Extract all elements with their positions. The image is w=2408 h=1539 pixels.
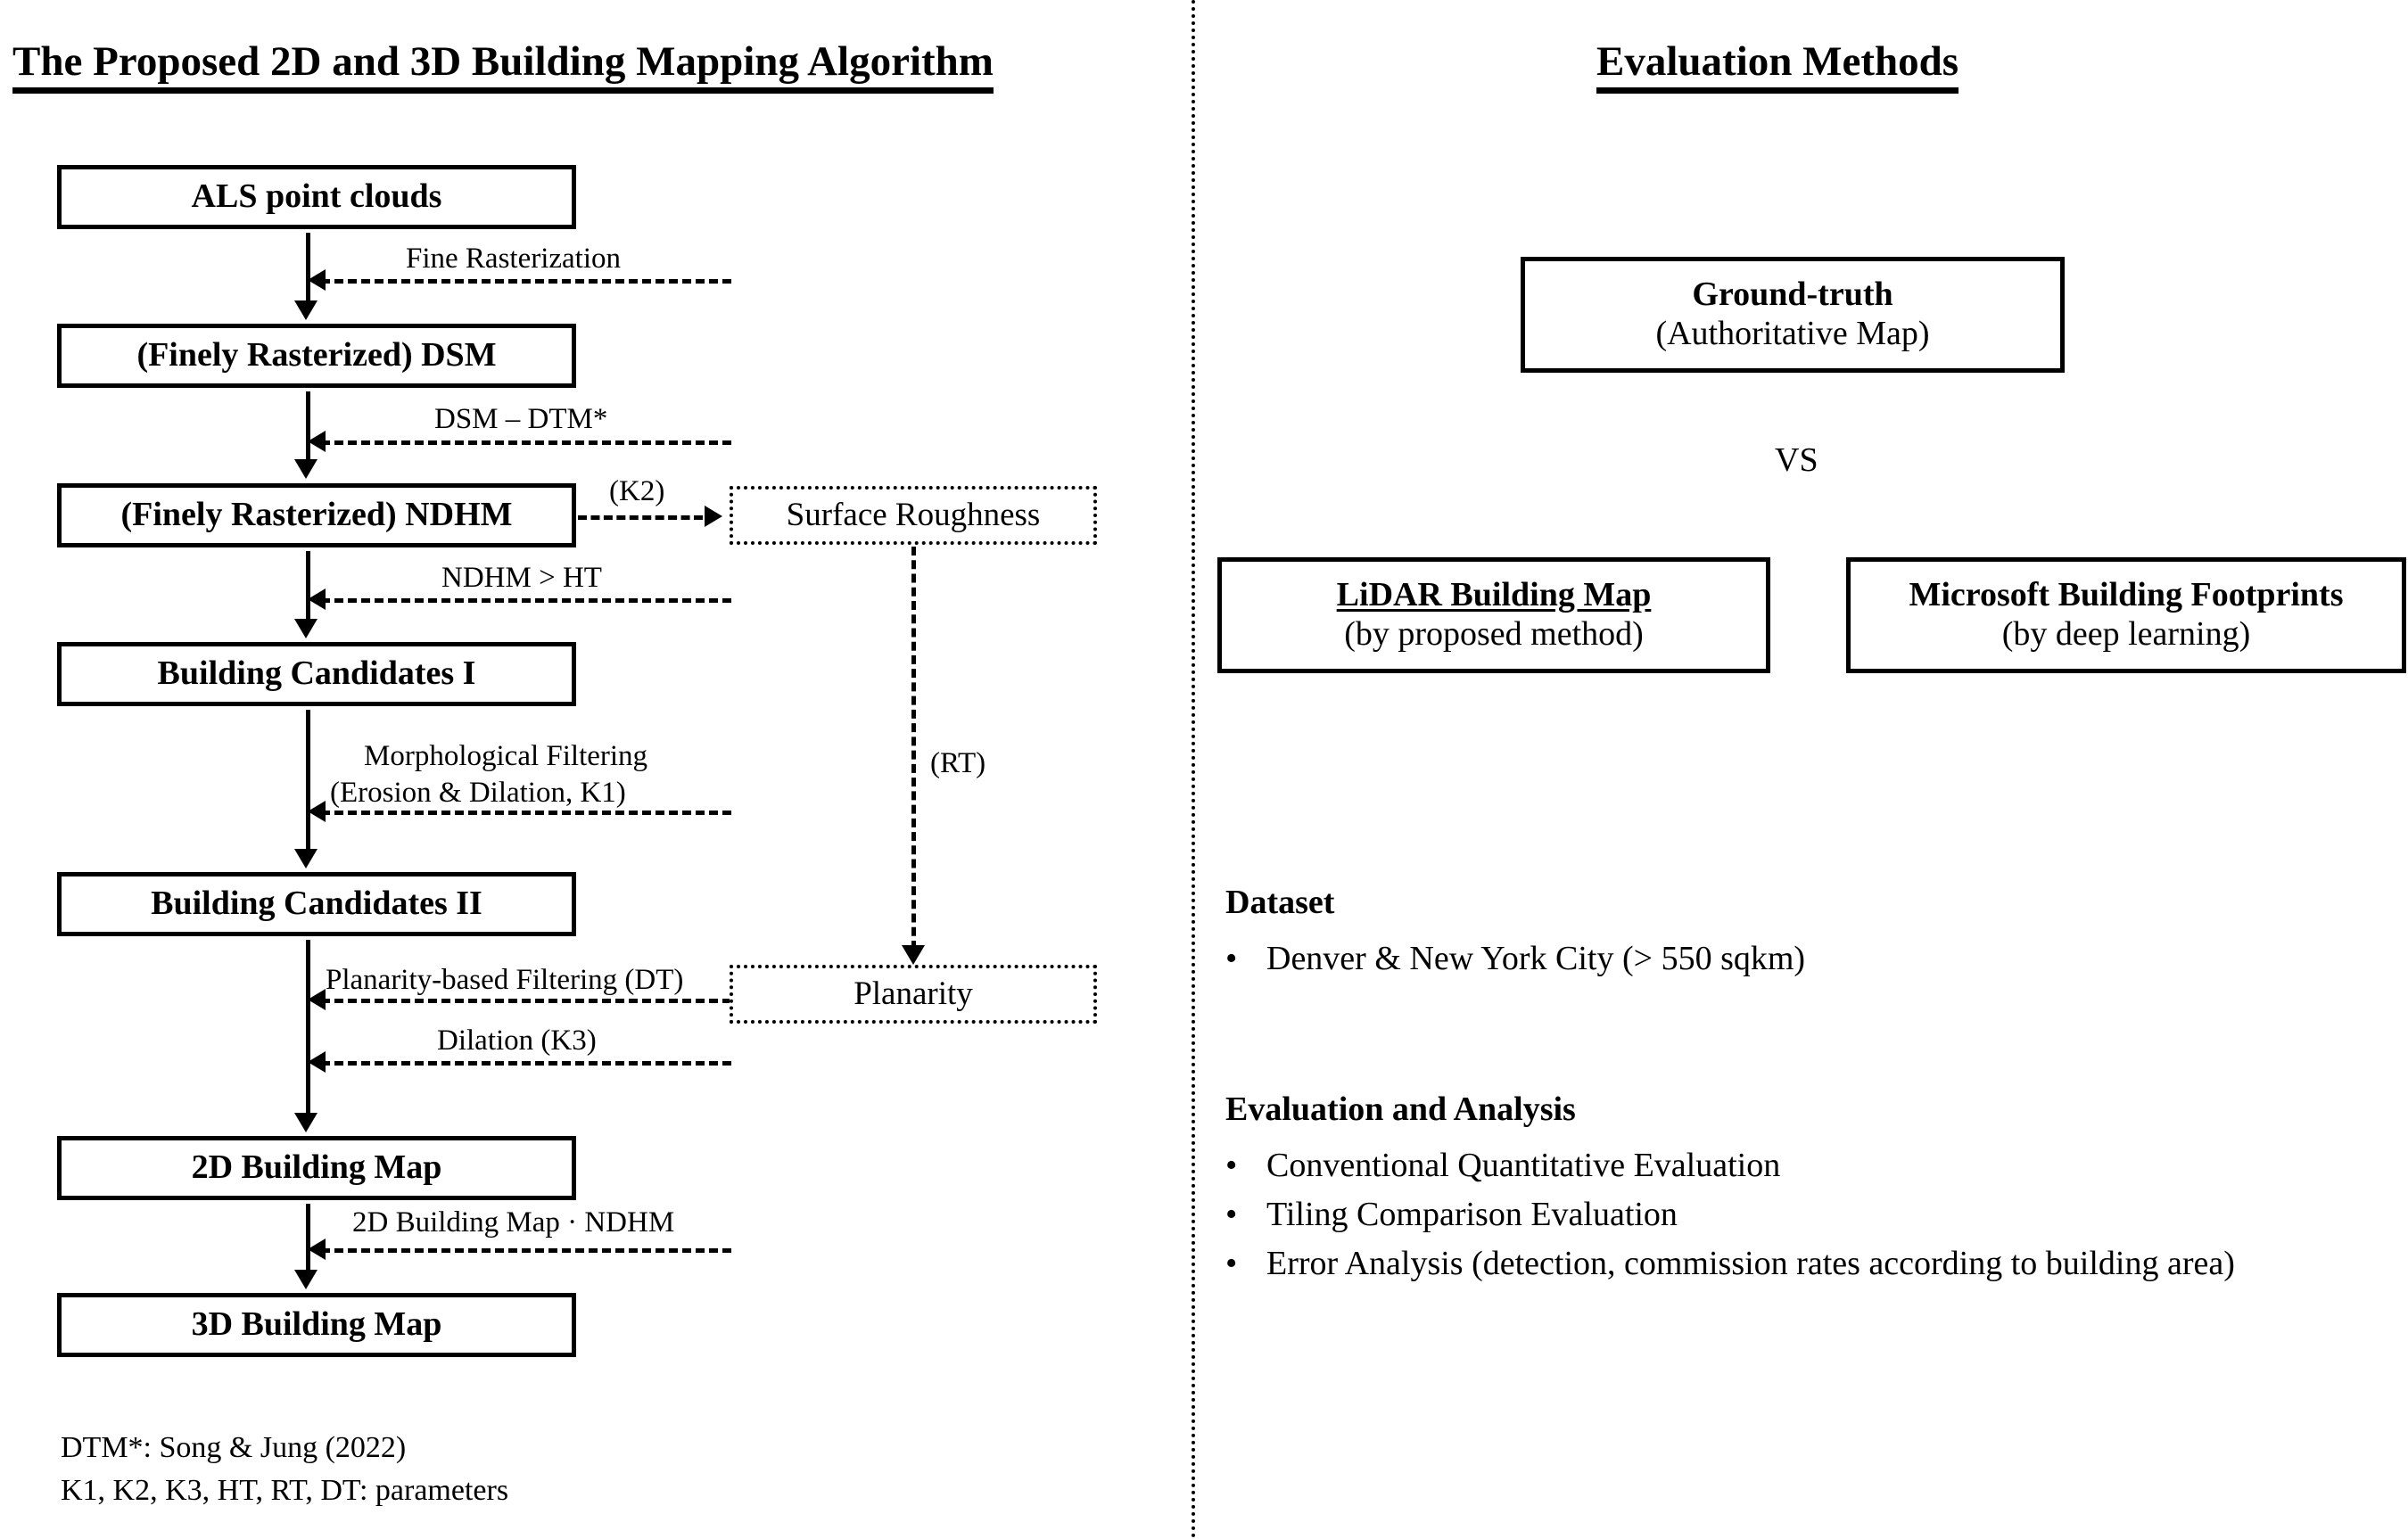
vs-label: VS bbox=[1775, 441, 1818, 479]
edge-label-morphological-filtering-line2: (Erosion & Dilation, K1) bbox=[330, 777, 626, 809]
left-panel-title: The Proposed 2D and 3D Building Mapping … bbox=[12, 41, 994, 94]
connector-stem-ndhm-bc1 bbox=[306, 551, 310, 622]
evaluation-list-item: • Tiling Comparison Evaluation bbox=[1225, 1195, 1678, 1234]
evaluation-heading: Evaluation and Analysis bbox=[1225, 1090, 1576, 1128]
node-label: (Finely Rasterized) NDHM bbox=[120, 496, 513, 534]
feeder-fine-rasterization bbox=[321, 279, 731, 284]
connector-stem-als-dsm bbox=[306, 233, 310, 302]
node-label: Surface Roughness bbox=[786, 496, 1041, 533]
node-label: Building Candidates I bbox=[157, 654, 476, 693]
branch-rt-line bbox=[911, 547, 916, 950]
dataset-list-item: • Denver & New York City (> 550 sqkm) bbox=[1225, 939, 1805, 978]
footnote-dtm-source: DTM*: Song & Jung (2022) bbox=[61, 1431, 407, 1464]
feeder-arrowhead-dilation-k3 bbox=[308, 1051, 326, 1073]
microsoft-building-footprints-subtitle: (by deep learning) bbox=[2001, 615, 2251, 653]
edge-label-map-times-ndhm: 2D Building Map · NDHM bbox=[352, 1206, 675, 1239]
evaluation-item-text: Conventional Quantitative Evaluation bbox=[1266, 1147, 1781, 1184]
ground-truth-subtitle: (Authoritative Map) bbox=[1655, 315, 1930, 352]
connector-arrowhead-map2d-map3d bbox=[294, 1270, 317, 1289]
feeder-arrowhead-planarity-based-filtering bbox=[308, 989, 326, 1010]
edge-label-dsm-minus-dtm: DSM – DTM* bbox=[434, 403, 608, 435]
feeder-arrowhead-dsm-minus-dtm bbox=[308, 431, 326, 452]
edge-label-rt: (RT) bbox=[930, 747, 986, 779]
evaluation-list-item: • Error Analysis (detection, commission … bbox=[1225, 1244, 2235, 1283]
feeder-map-times-ndhm bbox=[321, 1248, 731, 1253]
lidar-building-map-title: LiDAR Building Map bbox=[1336, 576, 1652, 614]
lidar-building-map-subtitle: (by proposed method) bbox=[1344, 615, 1644, 653]
feeder-ndhm-gt-ht bbox=[321, 598, 731, 603]
node-surface-roughness[interactable]: Surface Roughness bbox=[730, 486, 1097, 545]
connector-arrowhead-bc1-bc2 bbox=[294, 849, 317, 868]
node-building-candidates-i[interactable]: Building Candidates I bbox=[57, 642, 576, 706]
microsoft-building-footprints-title: Microsoft Building Footprints bbox=[1909, 576, 2344, 614]
connector-stem-bc1-bc2 bbox=[306, 710, 310, 852]
node-2d-building-map[interactable]: 2D Building Map bbox=[57, 1136, 576, 1200]
edge-label-dilation-k3: Dilation (K3) bbox=[437, 1025, 597, 1057]
node-planarity[interactable]: Planarity bbox=[730, 965, 1097, 1024]
branch-k2-line bbox=[578, 515, 703, 520]
right-panel-title: Evaluation Methods bbox=[1596, 41, 1959, 94]
connector-stem-dsm-ndhm bbox=[306, 391, 310, 463]
node-label: 3D Building Map bbox=[191, 1305, 442, 1344]
connector-arrowhead-bc2-map2d bbox=[294, 1113, 317, 1132]
feeder-arrowhead-map-times-ndhm bbox=[308, 1239, 326, 1260]
footnote-parameters: K1, K2, K3, HT, RT, DT: parameters bbox=[61, 1474, 509, 1507]
node-label: Building Candidates II bbox=[151, 885, 482, 923]
node-label: ALS point clouds bbox=[191, 177, 442, 216]
branch-rt-arrowhead bbox=[902, 945, 925, 965]
connector-arrowhead-dsm-ndhm bbox=[294, 459, 317, 479]
evaluation-list-item: • Conventional Quantitative Evaluation bbox=[1225, 1146, 1780, 1185]
panel-divider bbox=[1192, 0, 1195, 1539]
feeder-arrowhead-morphological-filtering bbox=[308, 801, 326, 822]
feeder-morphological-filtering bbox=[321, 811, 731, 815]
feeder-dilation-k3 bbox=[321, 1061, 731, 1066]
evaluation-item-text: Tiling Comparison Evaluation bbox=[1266, 1196, 1678, 1233]
feeder-planarity-based-filtering bbox=[321, 999, 731, 1003]
edge-label-morphological-filtering-line1: Morphological Filtering bbox=[364, 740, 648, 772]
bullet-icon: • bbox=[1225, 940, 1238, 977]
node-als-point-clouds[interactable]: ALS point clouds bbox=[57, 165, 576, 229]
edge-label-ndhm-gt-ht: NDHM > HT bbox=[441, 562, 602, 594]
node-building-candidates-ii[interactable]: Building Candidates II bbox=[57, 872, 576, 936]
node-3d-building-map[interactable]: 3D Building Map bbox=[57, 1293, 576, 1357]
feeder-arrowhead-fine-rasterization bbox=[308, 269, 326, 291]
node-ground-truth[interactable]: Ground-truth (Authoritative Map) bbox=[1521, 257, 2065, 373]
connector-stem-bc2-map2d bbox=[306, 940, 310, 1116]
evaluation-item-text: Error Analysis (detection, commission ra… bbox=[1266, 1245, 2235, 1282]
connector-arrowhead-ndhm-bc1 bbox=[294, 619, 317, 638]
node-finely-rasterized-ndhm[interactable]: (Finely Rasterized) NDHM bbox=[57, 483, 576, 547]
edge-label-k2: (K2) bbox=[609, 475, 665, 507]
dataset-heading: Dataset bbox=[1225, 884, 1335, 921]
node-lidar-building-map[interactable]: LiDAR Building Map (by proposed method) bbox=[1217, 557, 1770, 673]
dataset-item-text: Denver & New York City (> 550 sqkm) bbox=[1266, 940, 1806, 977]
bullet-icon: • bbox=[1225, 1196, 1238, 1233]
node-label: 2D Building Map bbox=[191, 1148, 442, 1187]
edge-label-fine-rasterization: Fine Rasterization bbox=[406, 243, 622, 275]
branch-k2-arrowhead bbox=[705, 506, 722, 527]
feeder-arrowhead-ndhm-gt-ht bbox=[308, 588, 326, 610]
node-label: (Finely Rasterized) DSM bbox=[136, 336, 497, 374]
ground-truth-title: Ground-truth bbox=[1692, 276, 1893, 314]
node-finely-rasterized-dsm[interactable]: (Finely Rasterized) DSM bbox=[57, 324, 576, 388]
bullet-icon: • bbox=[1225, 1147, 1238, 1184]
node-microsoft-building-footprints[interactable]: Microsoft Building Footprints (by deep l… bbox=[1846, 557, 2406, 673]
feeder-dsm-minus-dtm bbox=[321, 440, 731, 445]
edge-label-planarity-based-filtering: Planarity-based Filtering (DT) bbox=[326, 964, 684, 996]
bullet-icon: • bbox=[1225, 1245, 1238, 1282]
node-label: Planarity bbox=[854, 975, 973, 1012]
connector-arrowhead-als-dsm bbox=[294, 300, 317, 320]
